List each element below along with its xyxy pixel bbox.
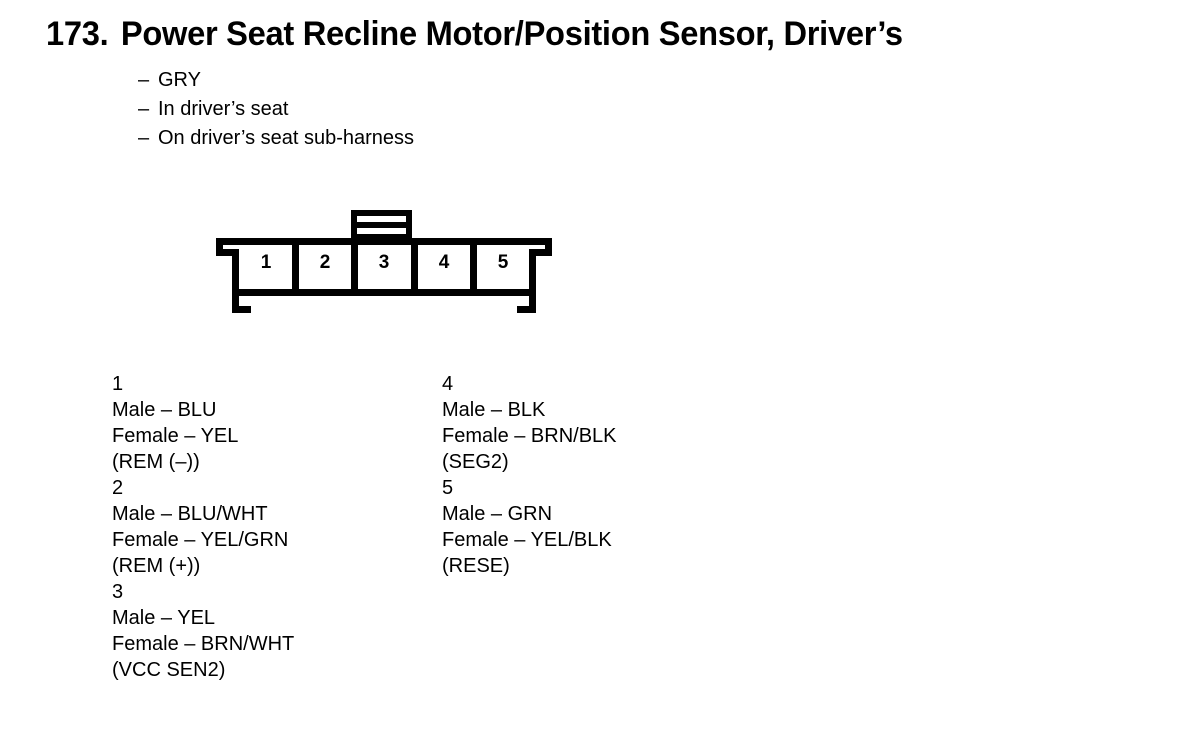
connector-top-rail bbox=[216, 238, 552, 245]
connector-locking-tab bbox=[351, 210, 412, 239]
connector-right-shoulder-step bbox=[529, 249, 552, 256]
connector-left-shoulder bbox=[216, 238, 223, 256]
pin-entry-5: 5 Male – GRN Female – YEL/BLK (RESE) bbox=[442, 475, 617, 579]
dash-icon: – bbox=[138, 127, 150, 149]
descriptor-text: GRY bbox=[158, 69, 201, 91]
pin-entry-3: 3 Male – YEL Female – BRN/WHT (VCC SEN2) bbox=[112, 579, 294, 683]
connector-left-foot-cap bbox=[232, 306, 251, 313]
cavity-label-5: 5 bbox=[497, 252, 509, 273]
locking-tab-slot bbox=[357, 228, 406, 234]
descriptor-item-connector-color: –GRY bbox=[138, 66, 414, 95]
cavity-block-left-edge bbox=[232, 249, 239, 295]
page-title-text: Power Seat Recline Motor/Position Sensor… bbox=[120, 15, 903, 53]
pin-number: 3 bbox=[112, 581, 124, 603]
pin-circuit-name: (VCC SEN2) bbox=[112, 659, 226, 681]
pin-number: 5 bbox=[442, 477, 454, 499]
pin-entry-2: 2 Male – BLU/WHT Female – YEL/GRN (REM (… bbox=[112, 475, 294, 579]
pin-female-wire: Female – BRN/BLK bbox=[442, 425, 617, 447]
pin-circuit-name: (REM (–)) bbox=[112, 451, 200, 473]
connector-right-shoulder bbox=[545, 238, 552, 256]
pin-legend-column-left: 1 Male – BLU Female – YEL (REM (–)) 2 Ma… bbox=[112, 371, 294, 683]
pin-circuit-name: (RESE) bbox=[442, 555, 510, 577]
cavity-divider bbox=[351, 238, 358, 295]
descriptor-item-harness: –On driver’s seat sub-harness bbox=[138, 124, 414, 153]
descriptor-text: In driver’s seat bbox=[158, 98, 289, 120]
pin-entry-4: 4 Male – BLK Female – BRN/BLK (SEG2) bbox=[442, 371, 617, 475]
pin-legend-column-right: 4 Male – BLK Female – BRN/BLK (SEG2) 5 M… bbox=[442, 371, 617, 579]
pin-circuit-name: (SEG2) bbox=[442, 451, 509, 473]
pin-entry-1: 1 Male – BLU Female – YEL (REM (–)) bbox=[112, 371, 294, 475]
dash-icon: – bbox=[138, 69, 150, 91]
connector-right-foot-cap bbox=[517, 306, 536, 313]
locking-tab-slot bbox=[357, 216, 406, 222]
pin-number: 1 bbox=[112, 373, 124, 395]
connector-left-foot bbox=[232, 289, 239, 313]
cavity-divider bbox=[292, 238, 299, 295]
pin-male-wire: Male – GRN bbox=[442, 503, 553, 525]
pin-male-wire: Male – BLU bbox=[112, 399, 217, 421]
pin-number: 4 bbox=[442, 373, 454, 395]
cavity-divider bbox=[411, 238, 418, 295]
pin-male-wire: Male – BLU/WHT bbox=[112, 503, 268, 525]
cavity-block-right-edge bbox=[529, 249, 536, 295]
cavity-label-1: 1 bbox=[260, 252, 272, 273]
connector-right-foot bbox=[529, 289, 536, 313]
pin-male-wire: Male – YEL bbox=[112, 607, 216, 629]
cavity-divider bbox=[470, 238, 477, 295]
pin-legend: 1 Male – BLU Female – YEL (REM (–)) 2 Ma… bbox=[0, 371, 1184, 681]
pin-number: 2 bbox=[112, 477, 124, 499]
pin-female-wire: Female – YEL/BLK bbox=[442, 529, 612, 551]
descriptor-text: On driver’s seat sub-harness bbox=[158, 127, 415, 149]
cavity-label-3: 3 bbox=[378, 252, 390, 273]
cavity-block-bottom-rail bbox=[232, 289, 536, 296]
cavity-label-2: 2 bbox=[319, 252, 331, 273]
pin-female-wire: Female – YEL bbox=[112, 425, 239, 447]
connector-left-shoulder-step bbox=[216, 249, 239, 256]
dash-icon: – bbox=[138, 98, 150, 120]
connector-diagram: 1 2 3 4 5 bbox=[216, 210, 556, 316]
descriptor-list: –GRY –In driver’s seat –On driver’s seat… bbox=[138, 66, 414, 153]
pin-female-wire: Female – YEL/GRN bbox=[112, 529, 289, 551]
pin-circuit-name: (REM (+)) bbox=[112, 555, 201, 577]
descriptor-item-location: –In driver’s seat bbox=[138, 95, 414, 124]
page-title-number: 173. bbox=[46, 15, 109, 53]
pin-male-wire: Male – BLK bbox=[442, 399, 546, 421]
page-title: 173. Power Seat Recline Motor/Position Se… bbox=[46, 14, 903, 54]
cavity-label-4: 4 bbox=[438, 252, 450, 273]
pin-female-wire: Female – BRN/WHT bbox=[112, 633, 295, 655]
